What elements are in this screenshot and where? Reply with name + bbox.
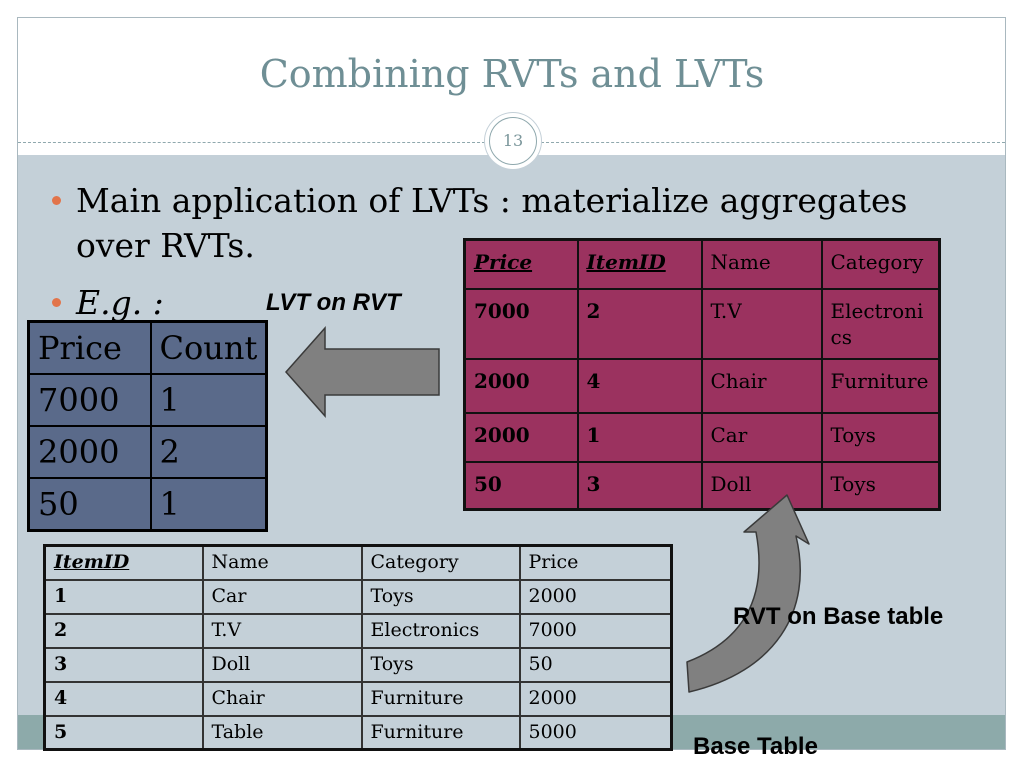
- base-table: ItemID Name Category Price 1 Car Toys 20…: [43, 544, 673, 751]
- page-number: 13: [489, 117, 537, 165]
- table-row: 7000 2 T.V Electroni cs: [463, 287, 941, 360]
- table-cell: 7000: [518, 612, 673, 649]
- table-cell: Toys: [820, 460, 941, 511]
- table-cell: 50: [27, 477, 152, 532]
- header-cell: Price: [518, 544, 673, 581]
- table-row: 50 1: [27, 477, 268, 532]
- label-rvt-on-base-table: RVT on Base table: [733, 603, 944, 630]
- rvt-table: Price ItemID Name Category 7000 2 T.V El…: [463, 238, 941, 511]
- table-cell: Doll: [700, 460, 823, 511]
- header-cell: Category: [820, 238, 941, 290]
- table-cell: Electroni cs: [820, 287, 941, 360]
- table-row: 5 Table Furniture 5000: [43, 714, 673, 751]
- table-cell: 2000: [518, 680, 673, 717]
- table-cell: 2000: [27, 425, 152, 479]
- table-cell: Furniture: [360, 714, 521, 751]
- table-cell: 4: [43, 680, 204, 717]
- table-row: 7000 1: [27, 373, 268, 427]
- table-cell: 50: [463, 460, 579, 511]
- table-cell: Furniture: [360, 680, 521, 717]
- table-cell: Chair: [700, 357, 823, 414]
- table-cell: 7000: [463, 287, 579, 360]
- table-cell: 5000: [518, 714, 673, 751]
- table-cell: 5: [43, 714, 204, 751]
- table-row: 50 3 Doll Toys: [463, 460, 941, 511]
- slide-title: Combining RVTs and LVTs: [259, 52, 765, 96]
- left-arrow-icon: [284, 326, 440, 418]
- header-cell: Category: [360, 544, 521, 581]
- bullet-dot: [52, 196, 61, 205]
- bullet-1-line-2: over RVTs.: [76, 226, 255, 265]
- table-header-row: Price ItemID Name Category: [463, 238, 941, 290]
- header-cell: ItemID: [576, 238, 703, 290]
- table-cell: 2000: [518, 578, 673, 615]
- table-cell: 4: [576, 357, 703, 414]
- table-header-row: Price Count: [27, 320, 268, 375]
- table-cell: Doll: [201, 646, 363, 683]
- table-cell: Electronics: [360, 612, 521, 649]
- table-cell: 2000: [463, 411, 579, 463]
- header-cell: ItemID: [43, 544, 204, 581]
- header-cell: Count: [149, 320, 268, 375]
- table-cell: Toys: [360, 646, 521, 683]
- table-cell: 7000: [27, 373, 152, 427]
- table-row: 3 Doll Toys 50: [43, 646, 673, 683]
- bullet-dot: [52, 298, 61, 307]
- lvt-count-table: Price Count 7000 1 2000 2 50 1: [27, 320, 269, 532]
- page-number-badge: 13: [485, 113, 541, 169]
- header-cell: Name: [700, 238, 823, 290]
- title-divider-left: [18, 142, 485, 143]
- table-row: 2000 1 Car Toys: [463, 411, 941, 463]
- table-cell: 1: [149, 477, 268, 532]
- table-cell: 1: [43, 578, 204, 615]
- table-cell: 1: [149, 373, 268, 427]
- bullet-2: E.g. :: [76, 283, 164, 322]
- table-cell: Furniture: [820, 357, 941, 414]
- table-cell: 3: [43, 646, 204, 683]
- table-cell: T.V: [201, 612, 363, 649]
- table-cell: 2: [43, 612, 204, 649]
- table-row: 2 T.V Electronics 7000: [43, 612, 673, 649]
- title-divider-right: [541, 142, 1005, 143]
- table-header-row: ItemID Name Category Price: [43, 544, 673, 581]
- table-cell: 2: [149, 425, 268, 479]
- table-cell: Toys: [820, 411, 941, 463]
- table-cell: T.V: [700, 287, 823, 360]
- table-cell: Car: [201, 578, 363, 615]
- bullet-1-line-1: Main application of LVTs : materialize a…: [76, 181, 908, 220]
- header-cell: Name: [201, 544, 363, 581]
- header-cell: Price: [463, 238, 579, 290]
- table-cell: Chair: [201, 680, 363, 717]
- curved-up-arrow-icon: [686, 494, 810, 693]
- table-cell: 2: [576, 287, 703, 360]
- table-cell: 3: [576, 460, 703, 511]
- label-lvt-on-rvt: LVT on RVT: [266, 289, 401, 316]
- table-cell: 1: [576, 411, 703, 463]
- table-row: 2000 4 Chair Furniture: [463, 357, 941, 414]
- table-cell: 50: [518, 646, 673, 683]
- table-cell: Car: [700, 411, 823, 463]
- table-cell: Table: [201, 714, 363, 751]
- table-cell: Toys: [360, 578, 521, 615]
- table-row: 2000 2: [27, 425, 268, 479]
- header-cell: Price: [27, 320, 152, 375]
- label-base-table: Base Table: [693, 733, 818, 760]
- table-row: 1 Car Toys 2000: [43, 578, 673, 615]
- table-cell: 2000: [463, 357, 579, 414]
- table-row: 4 Chair Furniture 2000: [43, 680, 673, 717]
